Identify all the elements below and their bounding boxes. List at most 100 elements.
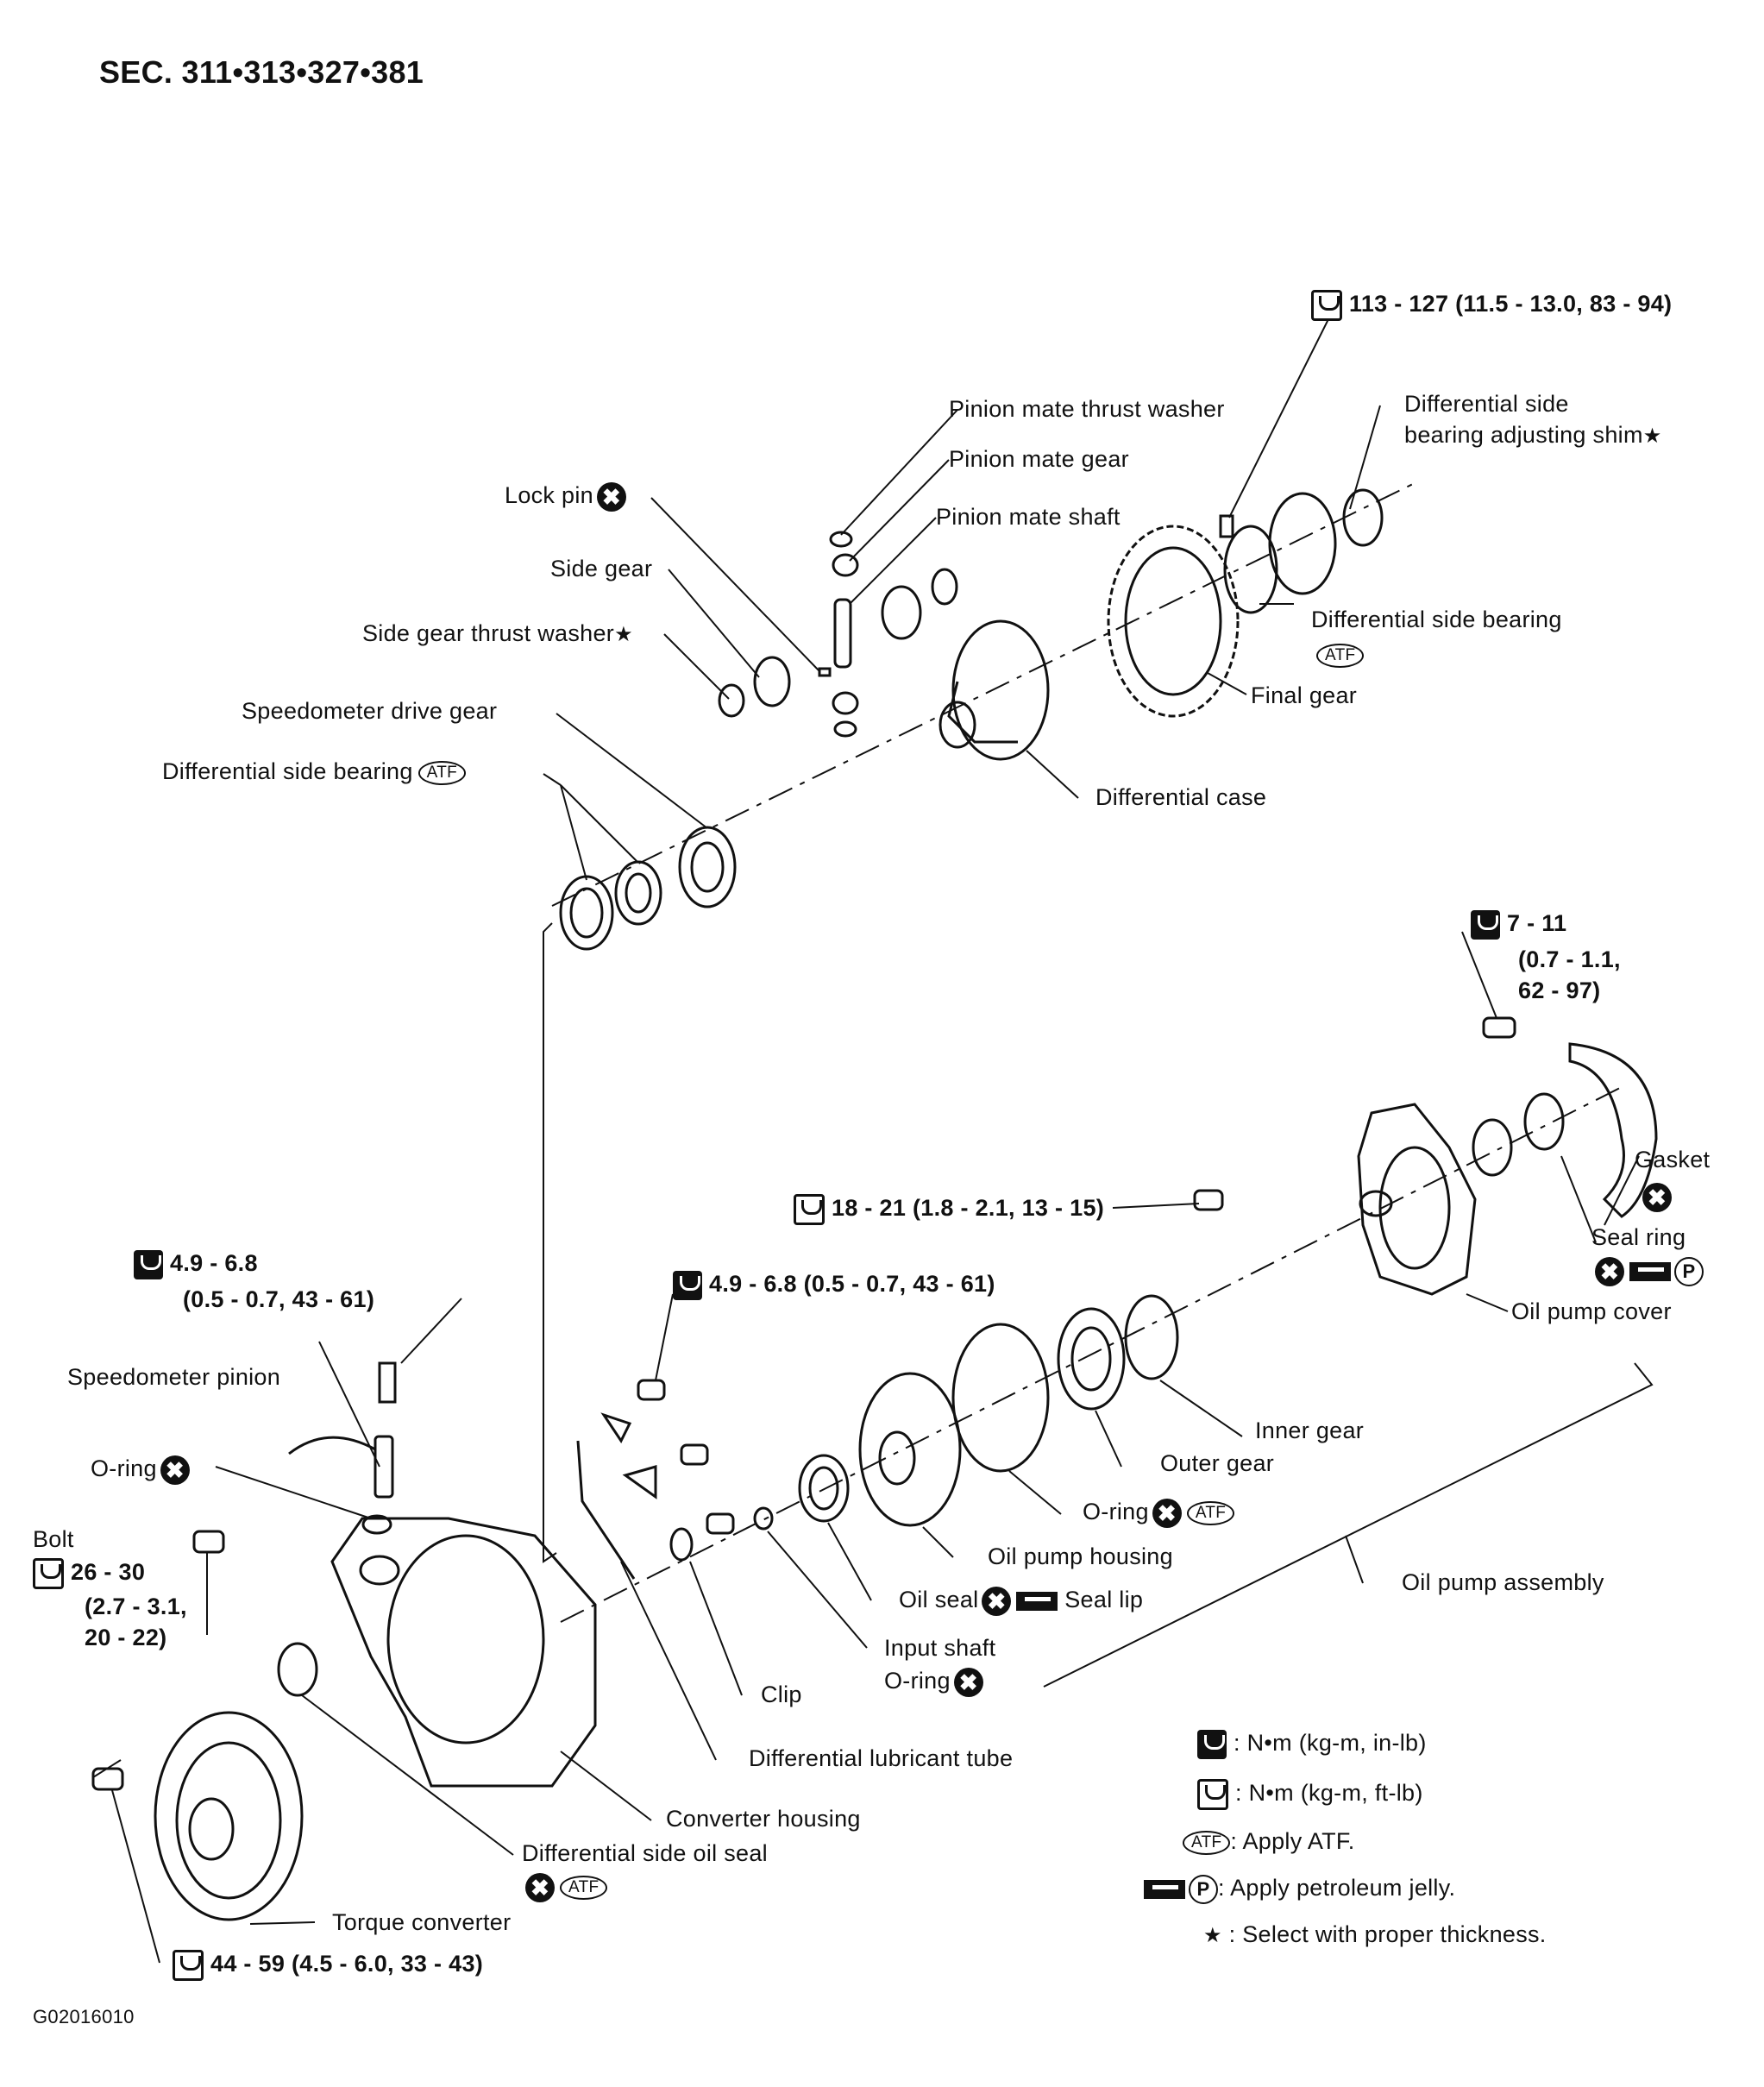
replace-x-icon: ✖ <box>160 1455 190 1485</box>
label-bolt: Bolt <box>33 1526 74 1552</box>
diff-bolt-torque-value: 113 - 127 (11.5 - 13.0, 83 - 94) <box>1349 291 1673 317</box>
label-differential-case: Differential case <box>1095 784 1267 810</box>
label-shim-line1: Differential side <box>1404 391 1569 417</box>
diff-side-bearing-outer <box>559 875 614 951</box>
label-oil-pump-housing: Oil pump housing <box>988 1543 1173 1569</box>
star-icon: ★ <box>614 623 633 646</box>
petroleum-jelly-icon <box>1016 1591 1058 1611</box>
ft-lb-wrench-icon <box>1311 290 1342 321</box>
label-diff-side-oil-seal: Differential side oil seal <box>522 1840 768 1866</box>
star-icon: ★ <box>1642 424 1662 448</box>
bolt-torque-a: 26 - 30 <box>71 1559 146 1586</box>
ft-lb-wrench-icon <box>794 1194 825 1225</box>
speedo-torque: 4.9 - 6.8 <box>134 1249 258 1279</box>
atf-icon: ATF <box>1316 643 1365 668</box>
seal-ring-marks: ✖P <box>1591 1256 1704 1286</box>
in-lb-wrench-icon <box>673 1270 702 1300</box>
label-lock-pin: Lock pin✖ <box>505 481 626 512</box>
bolt-torque-c: 20 - 22) <box>85 1625 167 1650</box>
label-gasket: Gasket <box>1635 1147 1711 1172</box>
input-o-ring-text: O-ring <box>884 1668 951 1694</box>
pump-cover-torque-b: (0.7 - 1.1, <box>1518 946 1621 972</box>
diff-oil-seal-marks: ✖ATF <box>522 1872 608 1902</box>
ft-lb-wrench-icon <box>173 1950 204 1981</box>
converter-bolt-torque-value: 44 - 59 (4.5 - 6.0, 33 - 43) <box>210 1951 484 1977</box>
atf-mark-right-bearing: ATF <box>1311 640 1365 668</box>
atf-icon: ATF <box>1186 1500 1235 1525</box>
label-torque-converter: Torque converter <box>332 1909 512 1935</box>
replace-x-icon: ✖ <box>953 1667 983 1697</box>
housing-bolt-torque: 4.9 - 6.8 (0.5 - 0.7, 43 - 61) <box>673 1270 995 1300</box>
label-pinion-mate-gear: Pinion mate gear <box>949 446 1129 472</box>
diff-bolt-torque: 113 - 127 (11.5 - 13.0, 83 - 94) <box>1311 290 1672 321</box>
label-input-o-ring: O-ring✖ <box>884 1667 983 1697</box>
label-diff-lubricant-tube: Differential lubricant tube <box>749 1745 1014 1771</box>
star-icon: ★ <box>1203 1924 1222 1947</box>
speedo-torque-a: 4.9 - 6.8 <box>170 1250 258 1276</box>
legend-jelly-text: : Apply petroleum jelly. <box>1218 1875 1456 1901</box>
legend-atf: ATF: Apply ATF. <box>1177 1827 1355 1855</box>
label-diff-side-bearing-right: Differential side bearing <box>1311 607 1562 632</box>
replace-x-icon: ✖ <box>982 1586 1012 1616</box>
seal-lip-text: Seal lip <box>1064 1587 1144 1612</box>
replace-x-icon: ✖ <box>1642 1182 1672 1212</box>
atf-icon: ATF <box>417 760 467 785</box>
converter-bolt-torque: 44 - 59 (4.5 - 6.0, 33 - 43) <box>173 1950 483 1981</box>
label-seal-ring: Seal ring <box>1591 1224 1686 1250</box>
lock-pin-text: Lock pin <box>505 482 593 508</box>
replace-x-icon: ✖ <box>525 1872 555 1902</box>
housing-bolt-torque-value: 4.9 - 6.8 (0.5 - 0.7, 43 - 61) <box>709 1271 995 1297</box>
section-title: SEC. 311•313•327•381 <box>99 54 424 90</box>
label-oil-seal: Oil seal✖ Seal lip <box>899 1586 1143 1616</box>
label-oil-pump-assembly: Oil pump assembly <box>1402 1569 1604 1595</box>
oil-seal-text: Oil seal <box>899 1587 979 1612</box>
bolt-torque-b: (2.7 - 3.1, <box>85 1594 187 1619</box>
label-o-ring-pump: O-ring✖ATF <box>1083 1498 1235 1528</box>
in-lb-wrench-icon <box>1471 909 1500 940</box>
replace-x-icon: ✖ <box>1152 1498 1182 1528</box>
legend-star-text: : Select with proper thickness. <box>1228 1921 1547 1947</box>
label-side-gear-thrust-washer: Side gear thrust washer★ <box>362 619 633 649</box>
label-final-gear: Final gear <box>1251 682 1358 708</box>
label-shim-line2: bearing adjusting shim★ <box>1404 421 1662 450</box>
drawing-code: G02016010 <box>33 2006 135 2027</box>
label-outer-gear: Outer gear <box>1160 1450 1275 1476</box>
label-converter-housing: Converter housing <box>666 1806 861 1832</box>
label-oil-pump-cover: Oil pump cover <box>1511 1298 1672 1324</box>
pump-housing-torque-value: 18 - 21 (1.8 - 2.1, 13 - 15) <box>832 1195 1105 1222</box>
label-speedometer-pinion: Speedometer pinion <box>67 1364 281 1390</box>
legend-ftlb: : N•m (kg-m, ft-lb) <box>1197 1779 1423 1810</box>
in-lb-wrench-icon <box>1197 1729 1227 1759</box>
pump-cover-torque-c: 62 - 97) <box>1518 977 1601 1003</box>
p-icon: P <box>1189 1874 1218 1904</box>
label-inner-gear: Inner gear <box>1255 1418 1365 1443</box>
pump-cover-torque: 7 - 11 <box>1471 909 1566 940</box>
petroleum-jelly-icon <box>1629 1261 1671 1281</box>
o-ring-left-text: O-ring <box>91 1455 157 1481</box>
label-pinion-mate-thrust-washer: Pinion mate thrust washer <box>949 396 1225 422</box>
petroleum-jelly-icon <box>1144 1879 1185 1899</box>
label-input-shaft: Input shaft <box>884 1635 996 1661</box>
legend-inlb-text: : N•m (kg-m, in-lb) <box>1234 1730 1427 1756</box>
gasket-x-mark: ✖ <box>1639 1182 1672 1212</box>
replace-x-icon: ✖ <box>596 481 626 512</box>
legend-atf-text: : Apply ATF. <box>1230 1828 1355 1854</box>
legend-jelly: P: Apply petroleum jelly. <box>1139 1874 1455 1904</box>
ft-lb-wrench-icon <box>33 1558 64 1589</box>
pump-housing-torque: 18 - 21 (1.8 - 2.1, 13 - 15) <box>794 1194 1104 1225</box>
label-clip: Clip <box>761 1682 802 1707</box>
label-side-gear: Side gear <box>550 556 653 581</box>
pump-cover-torque-a: 7 - 11 <box>1507 910 1567 936</box>
in-lb-wrench-icon <box>134 1249 163 1279</box>
label-o-ring-left: O-ring✖ <box>91 1455 190 1485</box>
o-ring-pump-text: O-ring <box>1083 1499 1149 1524</box>
atf-icon: ATF <box>1183 1830 1231 1855</box>
ft-lb-wrench-icon <box>1197 1779 1228 1810</box>
speedo-torque-b: (0.5 - 0.7, 43 - 61) <box>183 1286 375 1312</box>
diff-side-bearing-left-text: Differential side bearing <box>162 758 413 784</box>
shim-text: bearing adjusting shim <box>1404 422 1643 448</box>
replace-x-icon: ✖ <box>1595 1256 1624 1286</box>
